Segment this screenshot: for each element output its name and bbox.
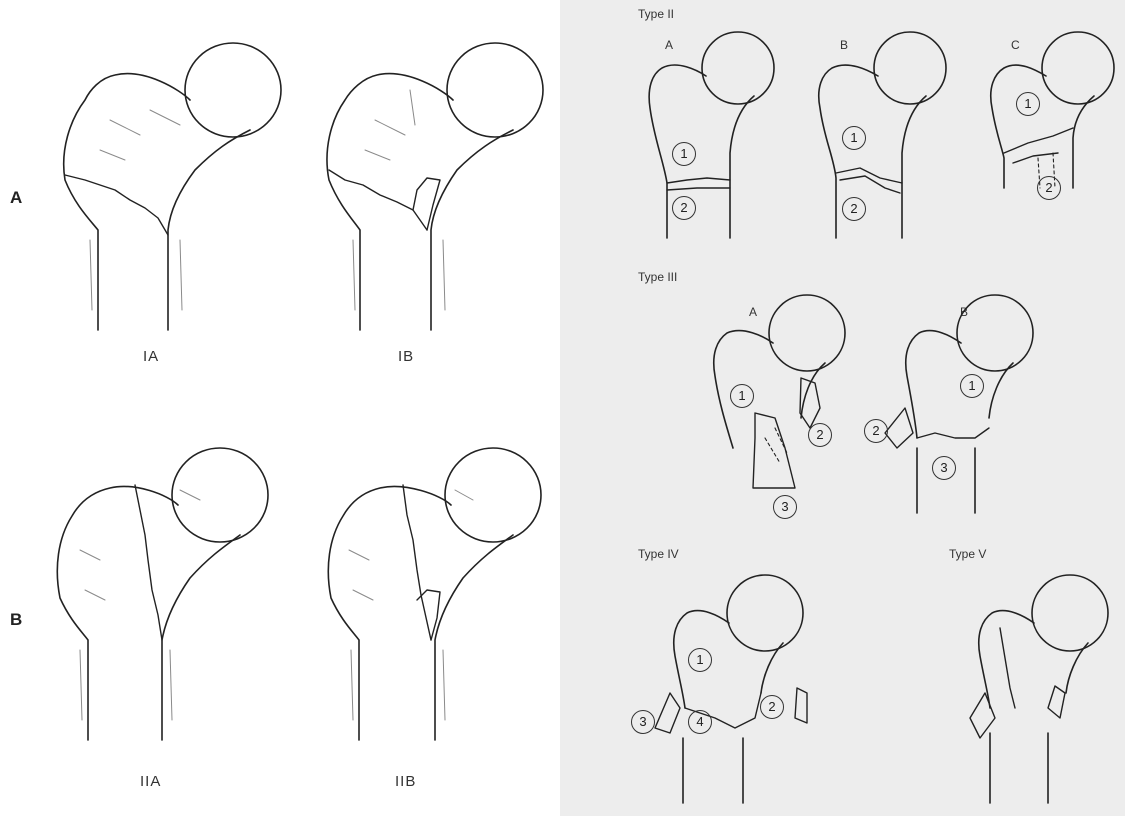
type-iv-drawing (625, 568, 825, 808)
fragment-marker-2: 2 (760, 695, 784, 719)
type-iii-b-drawing (875, 288, 1045, 518)
caption-iia: IIA (140, 773, 161, 790)
femur-iia-drawing (40, 440, 300, 740)
fragment-marker-4: 4 (688, 710, 712, 734)
fragment-marker-1: 1 (1016, 92, 1040, 116)
left-panel: A B IA IB IIA IIB (0, 0, 560, 816)
femur-ib-drawing (305, 30, 565, 330)
caption-ia: IA (143, 348, 159, 365)
type-v-title: Type V (949, 547, 986, 561)
type-ii-title: Type II (638, 7, 674, 21)
femur-iib-drawing (305, 440, 565, 740)
femur-ia-drawing (40, 30, 300, 330)
fragment-marker-2: 2 (864, 419, 888, 443)
right-panel: Type II A B C Type III A B (560, 0, 1125, 816)
type-iv-title: Type IV (638, 547, 679, 561)
fragment-marker-1: 1 (960, 374, 984, 398)
type-iii-a-drawing (705, 288, 865, 508)
fragment-marker-1: 1 (730, 384, 754, 408)
type-v-drawing (960, 568, 1125, 808)
caption-ib: IB (398, 348, 414, 365)
fragment-marker-3: 3 (631, 710, 655, 734)
fragment-marker-3: 3 (773, 495, 797, 519)
fragment-marker-2: 2 (842, 197, 866, 221)
fragment-marker-2: 2 (808, 423, 832, 447)
fragment-marker-2: 2 (672, 196, 696, 220)
type-ii-c-drawing (978, 28, 1125, 248)
fragment-marker-1: 1 (688, 648, 712, 672)
fragment-marker-1: 1 (672, 142, 696, 166)
row-label-b: B (10, 610, 22, 630)
type-ii-a-drawing (642, 28, 782, 248)
caption-iib: IIB (395, 773, 416, 790)
type-iii-title: Type III (638, 270, 677, 284)
fragment-marker-1: 1 (842, 126, 866, 150)
fragment-marker-2: 2 (1037, 176, 1061, 200)
type-ii-b-drawing (810, 28, 950, 248)
row-label-a: A (10, 188, 22, 208)
fragment-marker-3: 3 (932, 456, 956, 480)
